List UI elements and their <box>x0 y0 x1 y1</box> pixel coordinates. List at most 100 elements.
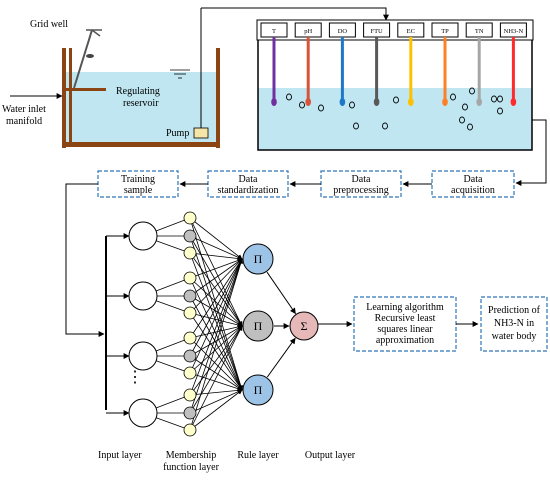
network-nodes <box>128 211 319 437</box>
membership-to-rule-edge <box>189 217 243 327</box>
membership-to-rule-edge <box>189 389 243 414</box>
data-acquisition-box <box>431 170 515 198</box>
reservoir-label-1: Regulating <box>116 86 160 97</box>
sensor-ec: EC <box>397 22 425 106</box>
prediction-box <box>480 296 548 352</box>
data-preprocessing-box <box>320 170 402 198</box>
water-inlet-label-2: manifold <box>6 116 42 127</box>
membership-node <box>183 306 197 320</box>
prediction-label-2: NH3-N in <box>494 318 534 329</box>
bubble <box>497 107 503 115</box>
membership-to-rule-edge <box>189 235 243 260</box>
input-node-1 <box>128 221 158 251</box>
membership-to-rule-edge <box>189 325 243 396</box>
sensor-label: EC <box>407 28 415 35</box>
membership-node <box>183 423 197 437</box>
data-standardization-label-1: Data <box>239 174 258 185</box>
data-preprocessing-label-1: Data <box>352 174 371 185</box>
grid-well-label: Grid well <box>30 19 68 30</box>
membership-to-rule-edge <box>189 258 243 357</box>
reservoir-floor <box>62 142 220 147</box>
membership-to-rule-edge <box>189 252 243 261</box>
rule-node-2 <box>242 310 274 342</box>
membership-to-rule-edge <box>189 235 243 391</box>
pump-to-tank-arrow <box>201 7 389 21</box>
membership-node <box>183 289 197 303</box>
learning-algorithm-box <box>353 296 457 352</box>
bubble <box>299 101 305 109</box>
sensor-t: T <box>260 22 288 106</box>
sensor-label: TP <box>441 28 449 35</box>
pump-body <box>193 127 209 139</box>
data-standardization-box <box>207 170 289 198</box>
membership-node <box>183 246 197 260</box>
sensor-tip <box>305 98 312 106</box>
regulating-reservoir: Grid well Water inlet manifold Regulatin… <box>2 7 389 148</box>
training-to-network-arrow <box>65 183 105 337</box>
sensor-tip <box>476 98 483 106</box>
membership-node <box>183 366 197 380</box>
membership-to-rule-edge <box>189 217 244 391</box>
membership-to-rule-edge <box>189 325 243 357</box>
bubble <box>349 101 355 109</box>
input-node-3 <box>128 341 158 371</box>
tank-water <box>258 88 532 150</box>
membership-to-rule-edge <box>189 337 243 391</box>
membership-node <box>183 211 197 225</box>
rule-node-1 <box>242 243 274 275</box>
sensor-tn: TN <box>465 22 493 106</box>
sensor-tip <box>373 98 380 106</box>
data-standardization-label-2: standardization <box>217 185 278 196</box>
learning-label-1: Learning algorithm <box>366 302 444 313</box>
rule-to-output-edge <box>266 337 296 378</box>
sensor-tip <box>442 98 448 106</box>
pump-label: Pump <box>166 128 189 139</box>
membership-to-rule-edge <box>189 295 243 391</box>
sensor-rail <box>256 19 534 41</box>
reservoir-label-2: reservoir <box>123 98 159 109</box>
membership-to-rule-edge <box>189 388 243 396</box>
bubble <box>497 95 503 103</box>
membership-node <box>183 406 197 420</box>
learning-label-3: squares linear <box>377 324 433 335</box>
prediction-label-3: water body <box>492 331 537 342</box>
grid-well-post <box>69 48 72 142</box>
tank-to-acquisition-arrow <box>515 119 547 186</box>
input-layer-label: Input layer <box>98 450 142 461</box>
sensor-label: NH3-N <box>504 28 524 35</box>
membership-to-rule-edge <box>189 258 243 339</box>
membership-node <box>183 271 197 285</box>
bubble <box>318 104 324 112</box>
bubble <box>491 95 497 103</box>
bubble <box>393 96 399 104</box>
membership-to-rule-edge <box>189 217 243 260</box>
membership-to-rule-edge <box>189 258 244 431</box>
rule-node-2-symbol: Π <box>254 319 263 333</box>
training-sample-label-2: sample <box>124 185 153 196</box>
pipeline: Data acquisition Data preprocessing Data… <box>65 170 515 337</box>
membership-to-rule-edge <box>189 235 243 327</box>
learning-label-4: approximation <box>376 335 434 346</box>
sensor-label: TN <box>475 28 484 35</box>
membership-node <box>183 388 197 402</box>
rule-node-3-symbol: Π <box>254 383 263 397</box>
prediction-label-1: Prediction of <box>488 305 541 316</box>
sensor-ftu: FTU <box>363 22 391 106</box>
network-edges <box>106 217 296 431</box>
sensor-label: DO <box>338 28 348 35</box>
membership-to-rule-edge <box>189 324 243 339</box>
rule-node-3 <box>242 374 274 406</box>
data-acquisition-label-2: acquisition <box>451 185 495 196</box>
grid-well-bar <box>66 88 106 91</box>
input-node-2 <box>128 281 158 311</box>
bubble <box>286 93 292 101</box>
bubble <box>459 116 465 124</box>
membership-to-rule-edge <box>189 258 243 279</box>
membership-to-rule-edge <box>189 277 243 391</box>
grid-well-handle <box>91 29 101 37</box>
sensor-nh3n: NH3-N <box>499 22 527 106</box>
membership-to-rule-edge <box>189 372 243 391</box>
output-layer-label: Output layer <box>305 450 356 461</box>
